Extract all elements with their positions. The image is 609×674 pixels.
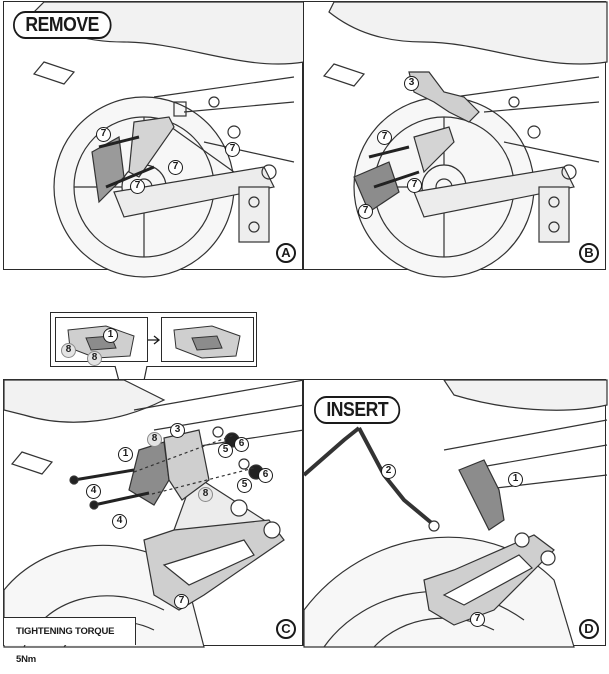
callout-1: 1 (508, 472, 523, 487)
callout-7: 7 (407, 178, 422, 193)
detail-inset: 1 8 8 (50, 312, 257, 367)
step-b-panel: 3 7 7 7 B (303, 1, 608, 278)
torque-note: TIGHTENING TORQUE 5Nm (4, 617, 136, 665)
remove-label: REMOVE (13, 11, 112, 39)
callout-7: 7 (358, 204, 373, 219)
step-d-panel: INSERT 2 1 7 D (302, 379, 608, 648)
callout-2: 2 (381, 464, 396, 479)
callout-4: 4 (86, 484, 101, 499)
arrow-right-icon (148, 335, 161, 345)
callout-4: 4 (112, 514, 127, 529)
callout-1: 1 (103, 328, 118, 343)
callout-5: 5 (218, 443, 233, 458)
step-letter-badge: C (276, 619, 296, 639)
step-a-illustration (32, 1, 305, 278)
callout-8: 8 (61, 343, 76, 358)
step-a-panel: REMOVE 7 7 7 7 A (3, 1, 305, 278)
insert-label: INSERT (314, 396, 401, 424)
callout-8: 8 (198, 487, 213, 502)
callout-1: 1 (118, 447, 133, 462)
step-letter-badge: A (276, 243, 296, 263)
step-letter-badge: B (579, 243, 599, 263)
callout-6: 6 (258, 468, 273, 483)
callout-7: 7 (168, 160, 183, 175)
detail-after-illustration (173, 325, 241, 359)
step-d-illustration (302, 379, 608, 648)
step-c-illustration (3, 379, 305, 648)
step-letter-badge: D (579, 619, 599, 639)
callout-7: 7 (377, 130, 392, 145)
callout-3: 3 (404, 76, 419, 91)
callout-7: 7 (96, 127, 111, 142)
callout-3: 3 (170, 423, 185, 438)
callout-8: 8 (147, 432, 162, 447)
callout-5: 5 (237, 478, 252, 493)
callout-7: 7 (174, 594, 189, 609)
step-c-panel: 1 8 3 6 5 5 6 4 4 8 7 TIGHTENING TORQUE … (3, 379, 305, 665)
callout-8: 8 (87, 351, 102, 366)
step-b-illustration (322, 1, 608, 278)
detail-after (161, 317, 254, 362)
callout-7: 7 (130, 179, 145, 194)
callout-7: 7 (470, 612, 485, 627)
callout-7: 7 (225, 142, 240, 157)
callout-6: 6 (234, 437, 249, 452)
